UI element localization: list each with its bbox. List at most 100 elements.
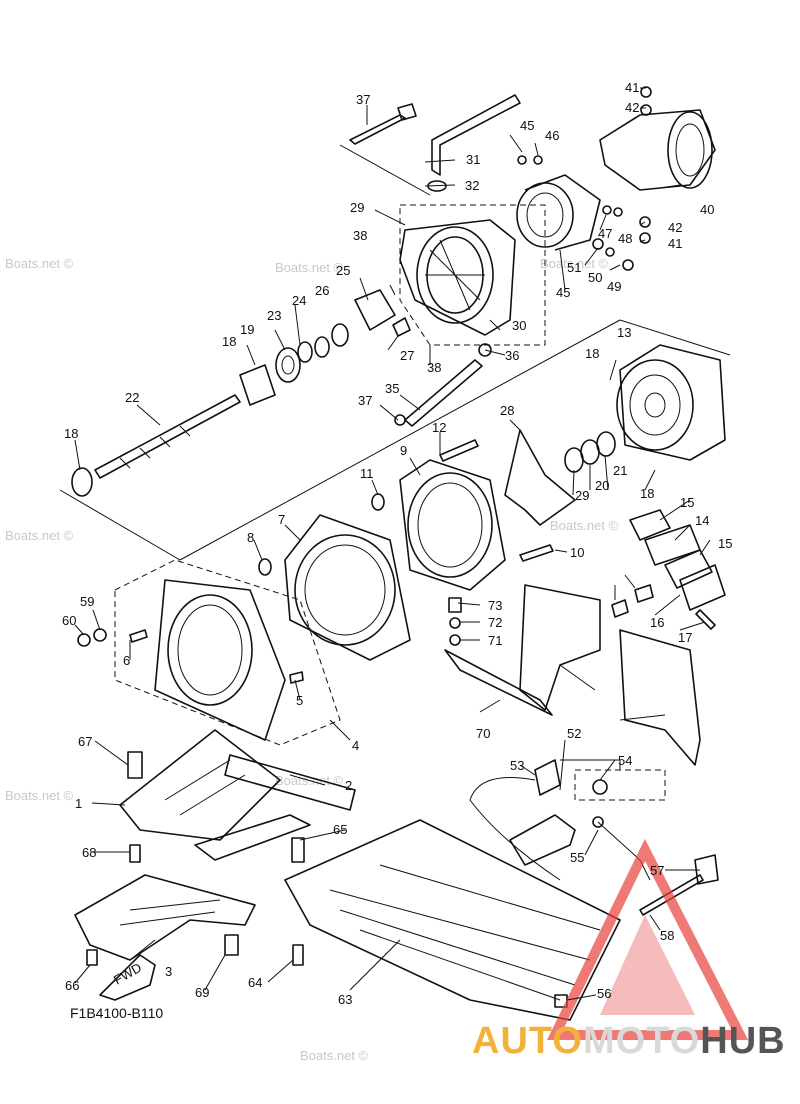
bolt <box>224 934 239 956</box>
bolt <box>392 317 411 337</box>
callout-14: 14 <box>695 513 709 528</box>
callout-labels: 37 31 32 29 38 45 46 47 48 51 50 49 45 4… <box>62 80 732 1007</box>
callout-4: 4 <box>352 738 359 753</box>
drawing-code: F1B4100-B110 <box>70 1005 164 1021</box>
reference-line <box>59 319 731 561</box>
hose <box>404 359 483 427</box>
callout-45b: 47 <box>598 226 612 241</box>
callout-42b: 42 <box>668 220 682 235</box>
callout-6: 6 <box>123 653 130 668</box>
callout-21: 19 <box>240 322 254 337</box>
collar <box>371 493 385 511</box>
callout-11: 11 <box>360 466 374 481</box>
bolt <box>639 874 704 916</box>
callout-64: 68 <box>82 845 96 860</box>
bracket <box>444 649 553 716</box>
bracket <box>74 874 256 961</box>
impeller-cap <box>354 289 396 331</box>
fwd-label: FWD <box>111 960 144 988</box>
sensor-box <box>574 769 666 801</box>
callout-10: 10 <box>570 545 584 560</box>
callout-2: 2 <box>345 778 352 793</box>
callout-36: 35 <box>385 381 399 396</box>
fasteners <box>517 86 652 271</box>
callout-13: 13 <box>617 325 631 340</box>
callout-15: 15 <box>680 495 694 510</box>
intake-duct <box>154 579 286 741</box>
callout-32: 29 <box>350 200 364 215</box>
callout-66: 70 <box>476 726 490 741</box>
washer <box>449 634 461 646</box>
bushing <box>611 599 629 618</box>
callout-38: 38 <box>353 228 367 243</box>
bolt <box>448 597 462 613</box>
callout-20: 18 <box>222 334 236 349</box>
callout-52: 54 <box>618 753 632 768</box>
callout-47: 49 <box>607 279 621 294</box>
long-bolt <box>349 103 417 145</box>
impeller-shaft <box>71 394 241 497</box>
watermark: Boats.net © <box>5 256 74 271</box>
callout-49: 51 <box>567 260 581 275</box>
callout-57: 59 <box>80 594 94 609</box>
callout-53: 55 <box>570 850 584 865</box>
callout-3: 3 <box>165 964 172 979</box>
bolt <box>695 609 716 630</box>
callout-30: 28 <box>500 403 514 418</box>
nut <box>77 633 91 647</box>
callout-43: 45 <box>556 285 570 300</box>
watermark: Boats.net © <box>300 1048 369 1063</box>
watermarks: Boats.net © Boats.net © Boats.net © Boat… <box>5 256 619 1063</box>
logo-part-hub: HUB <box>700 1020 786 1062</box>
callout-37b: 37 <box>358 393 372 408</box>
callout-42: 42 <box>625 100 639 115</box>
callout-59: 63 <box>338 992 352 1007</box>
logo-part-moto: MOTO <box>582 1020 701 1062</box>
callout-33: 30 <box>512 318 526 333</box>
callout-45: 46 <box>545 128 559 143</box>
callout-31: 29 <box>575 488 589 503</box>
callout-41b: 41 <box>668 236 682 251</box>
logo-triangle <box>547 838 749 1040</box>
callout-46: 48 <box>618 231 632 246</box>
callout-68: 72 <box>488 615 502 630</box>
housing <box>399 459 506 591</box>
callout-39: 37 <box>356 92 370 107</box>
plate <box>194 814 311 861</box>
deflector <box>599 109 716 191</box>
collar <box>258 558 272 576</box>
watermark: Boats.net © <box>550 518 619 533</box>
washer <box>449 617 461 629</box>
callout-50: 52 <box>567 726 581 741</box>
plate <box>519 584 601 711</box>
pump-housing <box>399 219 516 336</box>
callout-34: 31 <box>466 152 480 167</box>
bolt <box>129 844 141 863</box>
clamp <box>478 343 492 357</box>
seal <box>314 336 330 358</box>
seal <box>596 431 616 457</box>
speed-sensor <box>469 759 651 881</box>
intake-assembly-box <box>114 559 341 746</box>
callout-12: 12 <box>432 420 446 435</box>
callout-65: 69 <box>195 985 209 1000</box>
callout-41: 41 <box>625 80 639 95</box>
impeller <box>504 429 576 526</box>
stud <box>129 629 148 643</box>
watermark: Boats.net © <box>5 788 74 803</box>
reference-line <box>339 144 431 196</box>
callout-26: 24 <box>292 293 306 308</box>
callout-9: 9 <box>400 443 407 458</box>
callout-1: 1 <box>75 796 82 811</box>
callout-48: 50 <box>588 270 602 285</box>
callout-19: 18 <box>64 426 78 441</box>
intake-grate <box>284 819 621 1021</box>
callout-28: 26 <box>315 283 329 298</box>
callout-69: 73 <box>488 598 502 613</box>
watermark: Boats.net © <box>540 256 609 271</box>
seal <box>297 341 313 363</box>
sleeve <box>239 364 276 406</box>
callout-58: 60 <box>62 613 76 628</box>
bolt <box>519 544 554 562</box>
